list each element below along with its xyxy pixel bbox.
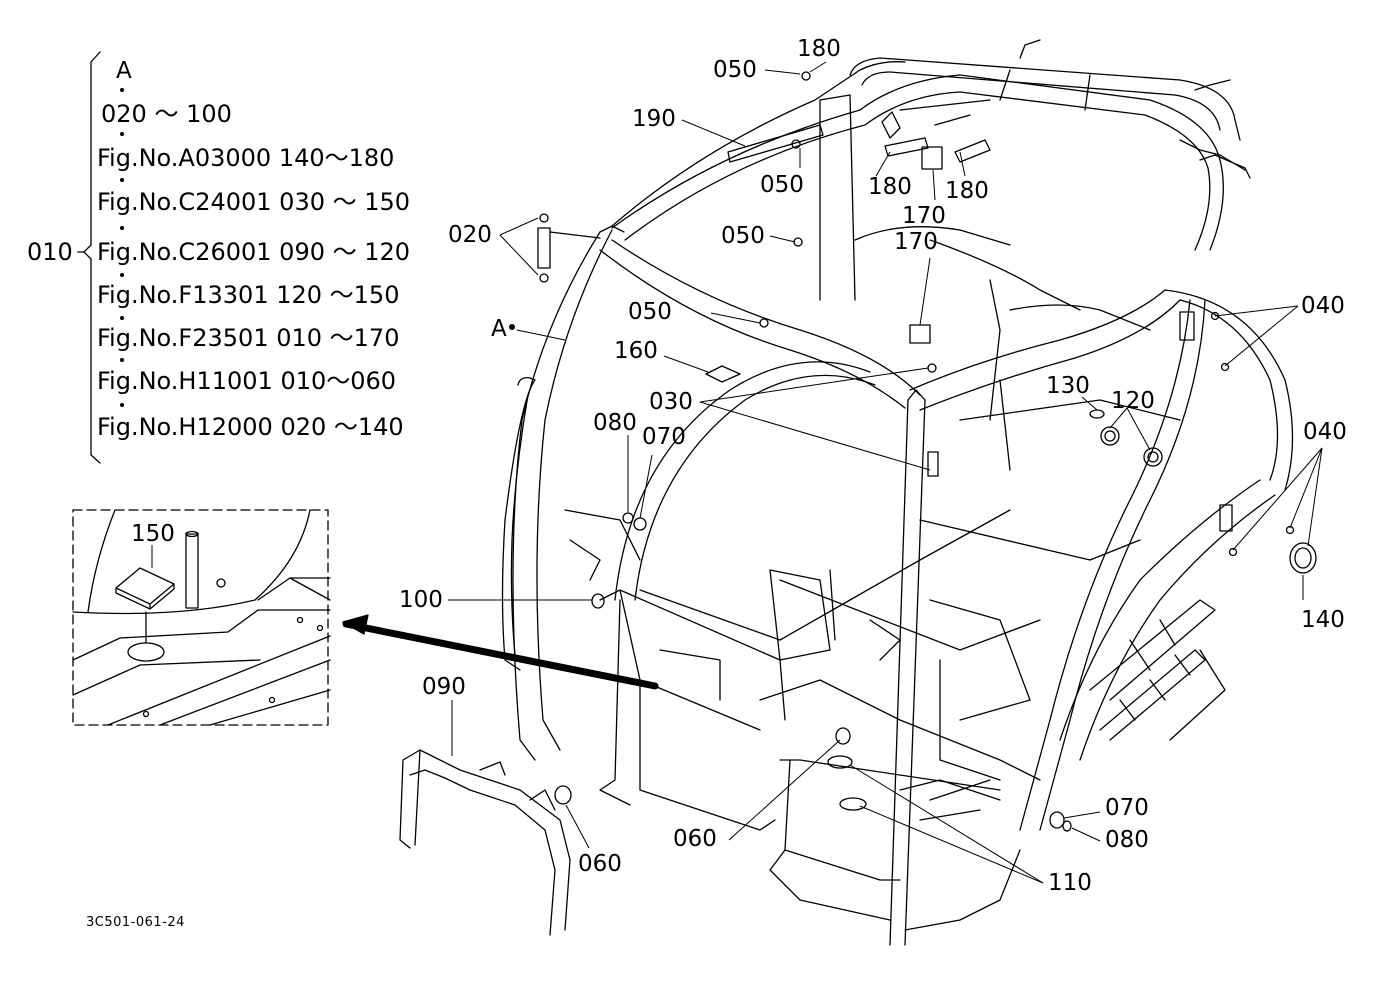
legend-line-4: Fig.No.F13301 120 ～150: [97, 281, 400, 309]
legend-line-5: Fig.No.F23501 010 ～170: [97, 324, 400, 352]
callout-050: 050: [713, 57, 757, 83]
callout-180: 180: [945, 178, 989, 204]
callout-180: 180: [868, 174, 912, 200]
callout-060: 060: [578, 851, 622, 877]
callout-040: 040: [1301, 293, 1345, 319]
callout-190: 190: [632, 106, 676, 132]
callout-070: 070: [1105, 795, 1149, 821]
callout-170: 170: [902, 203, 946, 229]
callout-130: 130: [1046, 373, 1090, 399]
callout-140: 140: [1301, 607, 1345, 633]
callout-080: 080: [593, 410, 637, 436]
legend-range: 020 ～ 100: [101, 100, 232, 128]
callout-A: A: [491, 316, 507, 342]
callout-100: 100: [399, 587, 443, 613]
callout-160: 160: [614, 338, 658, 364]
legend-line-6: Fig.No.H11001 010～060: [97, 367, 397, 395]
callout-110: 110: [1048, 870, 1092, 896]
callout-150: 150: [131, 521, 175, 547]
legend-head: A: [116, 58, 132, 84]
callout-030: 030: [649, 389, 693, 415]
legend-line-7: Fig.No.H12000 020 ～140: [97, 413, 404, 441]
callout-050: 050: [760, 172, 804, 198]
legend-line-2: Fig.No.C24001 030 ～ 150: [97, 188, 411, 216]
legend-line-1: Fig.No.A03000 140～180: [97, 144, 395, 172]
callout-080: 080: [1105, 827, 1149, 853]
callout-060: 060: [673, 826, 717, 852]
callout-090: 090: [422, 674, 466, 700]
callout-180: 180: [797, 36, 841, 62]
callout-170: 170: [894, 229, 938, 255]
callout-120: 120: [1111, 388, 1155, 414]
drawing-code: 3C501-061-24: [86, 915, 185, 930]
legend-root: 010: [27, 238, 73, 266]
inset-box: [72, 509, 329, 726]
callout-050: 050: [628, 299, 672, 325]
callout-070: 070: [642, 424, 686, 450]
legend-line-3: Fig.No.C26001 090 ～ 120: [97, 238, 411, 266]
inset-arrow: [342, 620, 659, 690]
callout-050: 050: [721, 223, 765, 249]
callout-040: 040: [1303, 419, 1347, 445]
callout-020: 020: [448, 222, 492, 248]
